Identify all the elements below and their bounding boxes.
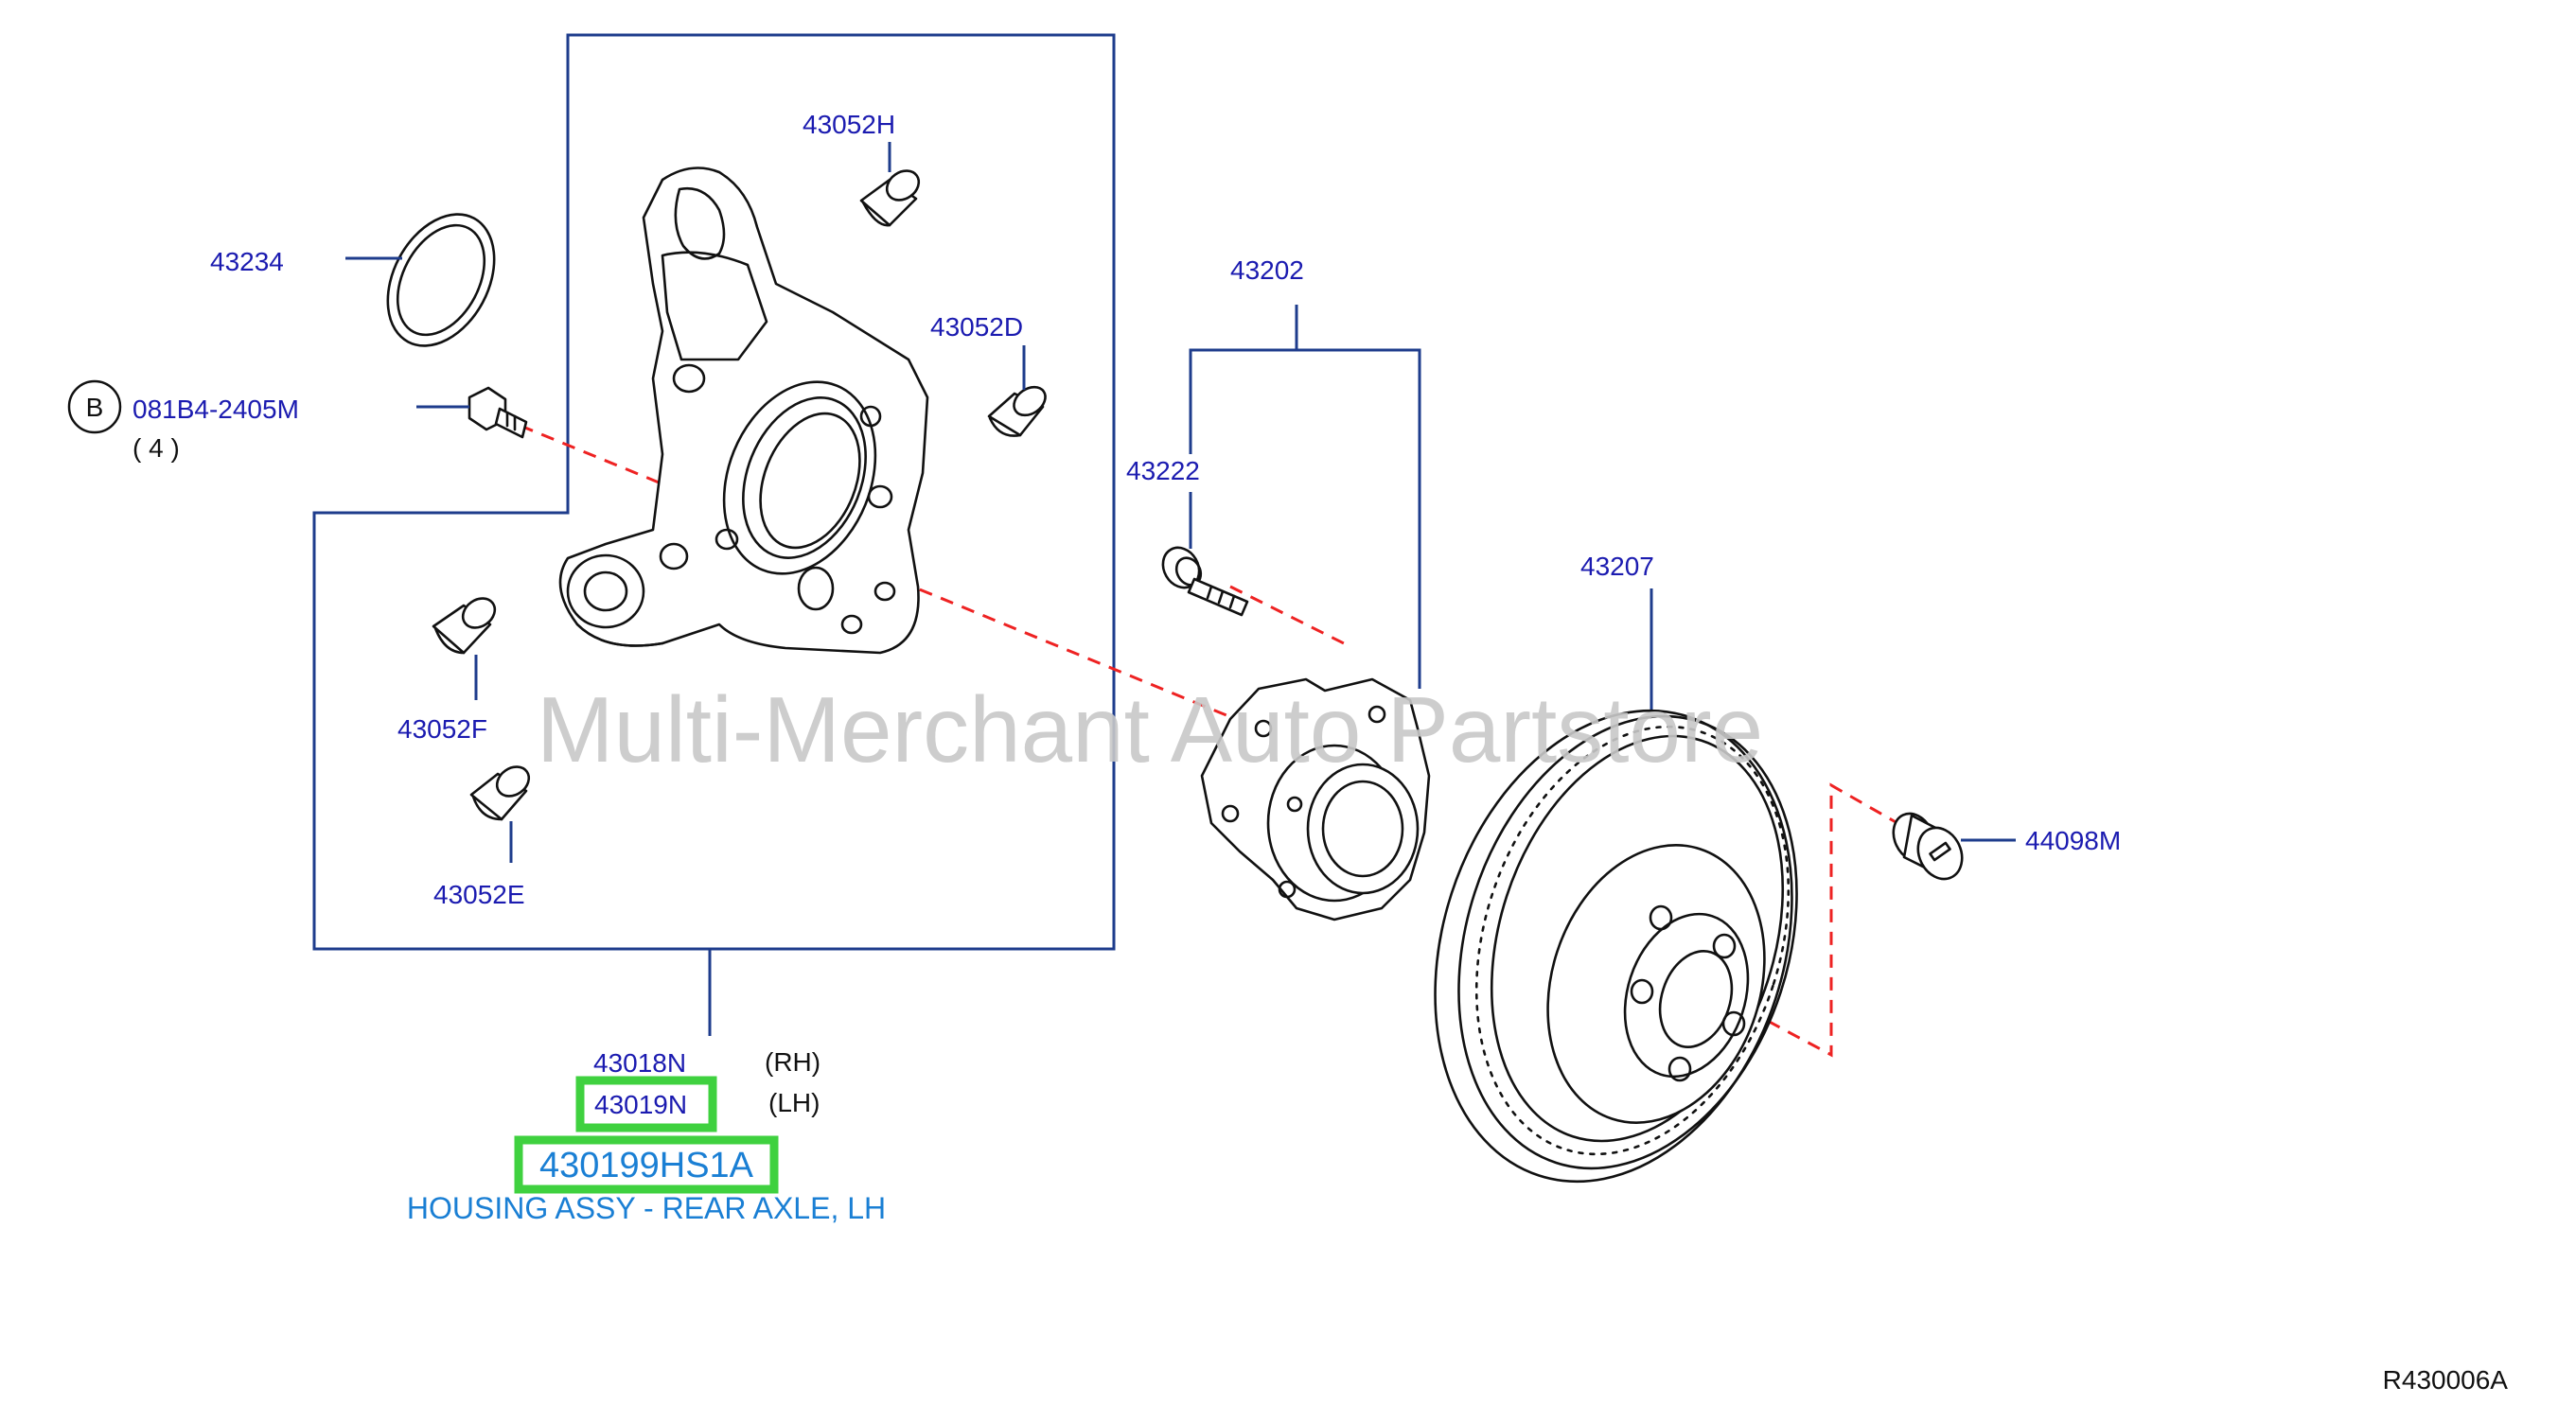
callout-43052d[interactable]: 43052D [930,312,1023,342]
bushing-43052h[interactable] [859,165,925,227]
callout-43052h[interactable]: 43052H [803,110,895,139]
hub-bolt-43222[interactable] [1156,541,1249,617]
hub-assembly-43202[interactable] [1200,677,1431,921]
callout-43202[interactable]: 43202 [1230,255,1304,285]
selected-part-description: HOUSING ASSY - REAR AXLE, LH [407,1191,886,1225]
callout-081b4-2405m[interactable]: 081B4-2405M [132,395,299,424]
label-rh: (RH) [765,1047,820,1077]
axle-housing-knuckle[interactable] [558,167,929,655]
brake-rotor-43207[interactable] [1377,664,1852,1228]
highlight-box-43019n [575,1076,717,1132]
bolt-quantity: ( 4 ) [132,433,180,463]
callout-43222[interactable]: 43222 [1126,456,1200,485]
callout-43052f[interactable]: 43052F [397,714,487,744]
highlight-box-selected-part [514,1135,779,1194]
bolt-reference-badge: B [67,379,122,434]
callout-43207[interactable]: 43207 [1580,552,1654,581]
bushing-43052f[interactable] [432,592,501,655]
plug-44098m[interactable] [1886,807,1970,886]
callout-43052e[interactable]: 43052E [433,880,525,909]
group-frame [312,33,1116,951]
svg-text:B: B [86,393,104,422]
callout-44098m[interactable]: 44098M [2025,826,2121,855]
bracket-43202 [1189,305,1421,689]
callout-43018n[interactable]: 43018N [593,1048,686,1078]
bolt-081b4-2405m[interactable] [468,386,528,439]
alignment-guide-hubbolt [1229,585,1345,645]
label-lh: (LH) [768,1088,820,1117]
seal-ring-43234[interactable] [366,196,516,364]
selected-part-number[interactable]: 430199HS1A [539,1146,754,1185]
bushing-43052e[interactable] [469,761,535,821]
bushing-43052d[interactable] [987,381,1050,437]
diagram-code: R430006A [2383,1365,2509,1395]
watermark: Multi-Merchant Auto Partstore [537,677,1763,781]
callout-43234[interactable]: 43234 [210,247,284,276]
callout-43019n[interactable]: 43019N [594,1090,687,1119]
